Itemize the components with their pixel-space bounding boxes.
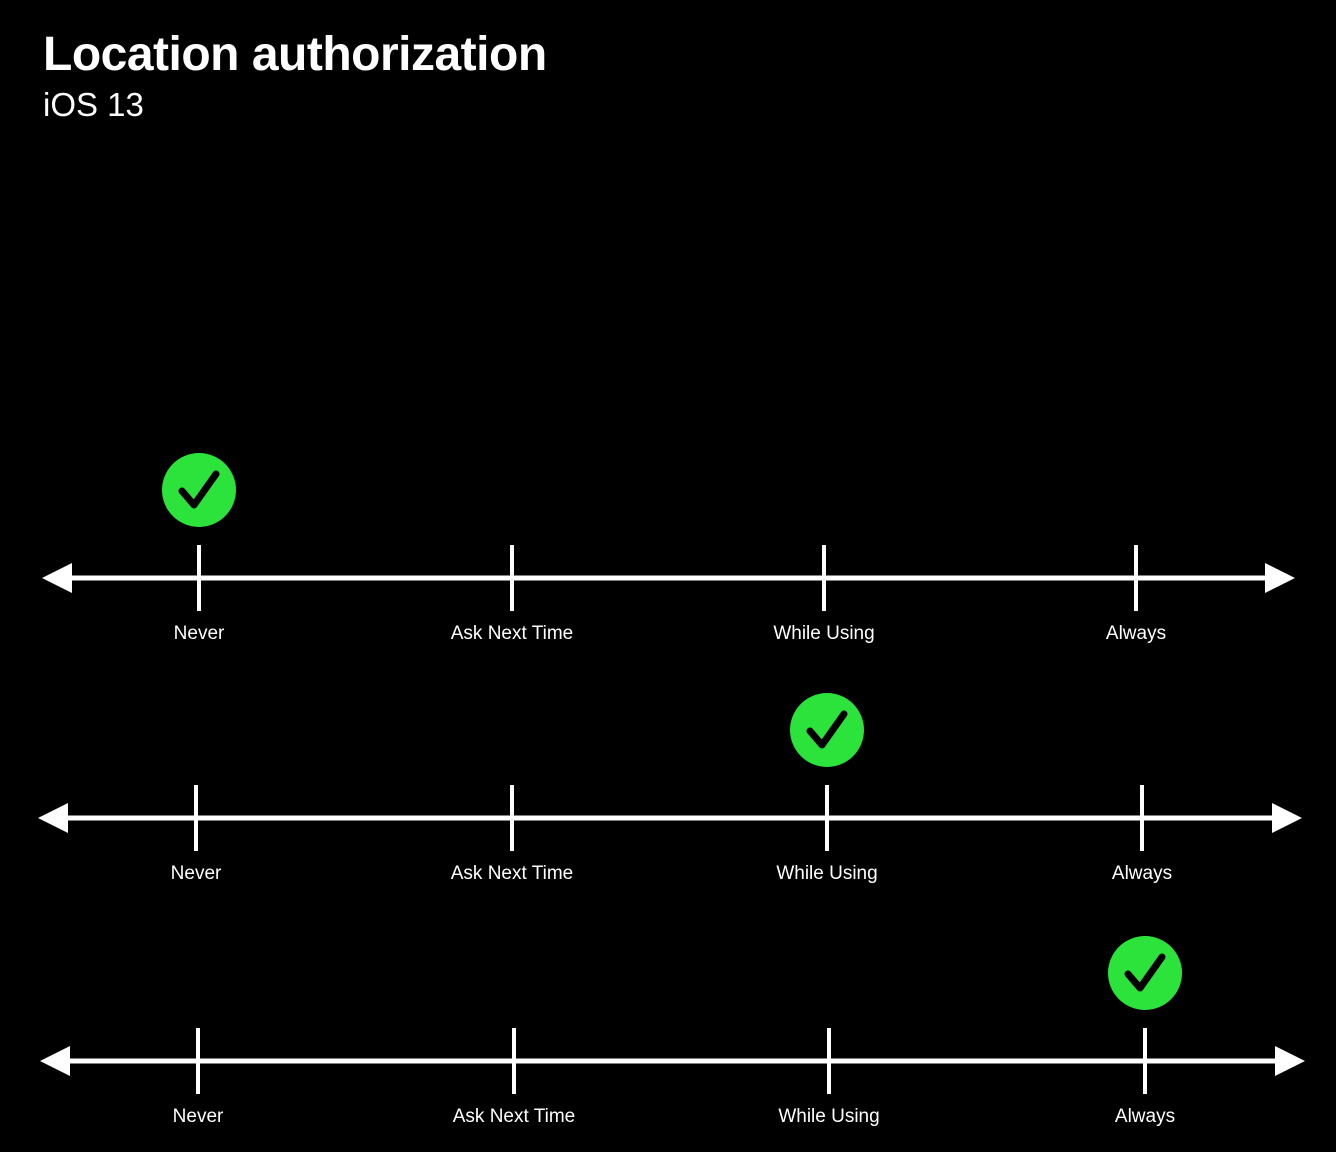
- timeline-row-2: Never Ask Next Time While Using Always: [38, 693, 1302, 884]
- page-title: Location authorization: [43, 28, 547, 81]
- tick-label: Always: [1115, 1106, 1175, 1127]
- tick-label: Ask Next Time: [451, 863, 573, 884]
- tick-label: Never: [171, 863, 222, 884]
- tick-label: While Using: [773, 623, 874, 644]
- arrowhead-left-icon: [38, 803, 68, 833]
- arrowhead-left-icon: [40, 1046, 70, 1076]
- tick-label: Never: [173, 1106, 224, 1127]
- arrowhead-right-icon: [1275, 1046, 1305, 1076]
- checkmark-circle-icon: [162, 453, 236, 527]
- tick-label: While Using: [778, 1106, 879, 1127]
- arrowhead-right-icon: [1265, 563, 1295, 593]
- timeline-row-3: Never Ask Next Time While Using Always: [40, 936, 1305, 1127]
- checkmark-circle-icon: [790, 693, 864, 767]
- page-subtitle: iOS 13: [43, 86, 144, 123]
- tick-label: Always: [1112, 863, 1172, 884]
- tick-label: Never: [174, 623, 225, 644]
- tick-label: Ask Next Time: [451, 623, 573, 644]
- checkmark-circle-icon: [1108, 936, 1182, 1010]
- tick-label: Always: [1106, 623, 1166, 644]
- arrowhead-right-icon: [1272, 803, 1302, 833]
- tick-label: While Using: [776, 863, 877, 884]
- tick-label: Ask Next Time: [453, 1106, 575, 1127]
- timeline-row-1: Never Ask Next Time While Using Always: [42, 453, 1295, 644]
- arrowhead-left-icon: [42, 563, 72, 593]
